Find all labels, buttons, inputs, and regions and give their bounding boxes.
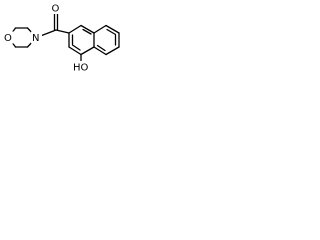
carbonyl-oxygen-bg: [50, 2, 62, 14]
ring-oxygen-bg: [3, 31, 14, 44]
ring-b-bond-1: [93, 24, 107, 34]
ring-a-bond-1: [68, 24, 82, 34]
amide-nitrogen-label: N: [32, 33, 39, 44]
ring-b-bond-2: [105, 24, 120, 34]
naphthalene-right-ring: [93, 24, 120, 56]
carbonyl-oxygen-label: O: [52, 4, 60, 15]
ring-oxygen-label: O: [4, 33, 12, 44]
hydroxyl-bg: [72, 61, 91, 73]
ring-a-double-2: [71, 44, 81, 51]
ring-b-double-1: [106, 28, 117, 36]
naphthalene-left-ring: [68, 24, 95, 56]
ring-b-double-3: [96, 44, 106, 52]
ring-a-double-1: [82, 28, 92, 35]
ring-a-bond-4: [80, 46, 95, 56]
ring-a-bond-2: [80, 24, 95, 34]
ring-b-bond-4: [105, 46, 120, 56]
chemical-structure-diagram: O N O HO: [3, 2, 120, 74]
bond-carbonyl-to-ring: [55, 29, 70, 34]
ring-b-bond-5: [93, 46, 107, 56]
hydroxyl-label: HO: [73, 63, 89, 74]
ring-a-bond-5: [68, 46, 82, 56]
amide-nitrogen-bg: [31, 31, 42, 44]
